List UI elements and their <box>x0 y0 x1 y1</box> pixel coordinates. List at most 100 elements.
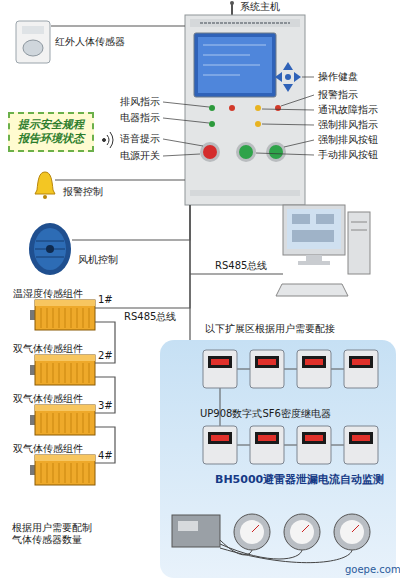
sensor-module <box>41 413 89 433</box>
host-unit <box>194 33 276 97</box>
note-text: 根据用户需要配制 气体传感器数量 <box>12 522 96 546</box>
expansion-panel-text: UP908数字式SF6密度继电器 <box>200 408 331 420</box>
host-unit <box>269 145 283 159</box>
callout-number: 2# <box>98 350 113 362</box>
expansion-panel-text-holder: 以下扩展区根据用户需要配接 <box>205 323 335 335</box>
expansion-panel: 以下扩展区根据用户需要配接UP908数字式SF6密度继电器BH5000避雷器泄漏… <box>160 340 396 578</box>
note-box: 提示安全规程 报告环境状态 <box>8 112 94 152</box>
leakage-monitor <box>284 514 320 550</box>
density-relay <box>255 432 279 444</box>
indicator-label: 报警指示 <box>318 89 358 101</box>
fan-icon <box>29 223 71 275</box>
fan-icon <box>34 228 66 270</box>
sensor-module <box>35 355 95 385</box>
host-unit <box>203 65 260 66</box>
density-relay <box>305 435 323 441</box>
host-unit <box>190 19 300 27</box>
host-unit <box>198 37 272 93</box>
leader-line <box>256 153 314 155</box>
density-relay <box>302 432 326 444</box>
density-relay <box>255 356 279 368</box>
computer-icon <box>283 205 345 255</box>
density-relay <box>349 432 373 444</box>
bus-label: RS485总线 <box>215 260 267 272</box>
density-relay <box>297 426 331 464</box>
density-relay <box>211 435 229 441</box>
computer-icon <box>190 273 283 274</box>
indicator-label: 电源开关 <box>120 150 160 162</box>
sensor-module <box>35 405 95 411</box>
sensor-module-text-holder: 双气体传感组件 <box>13 393 83 405</box>
leakage-monitor <box>234 514 270 550</box>
expansion-panel-text: 以下扩展区根据用户需要配接 <box>205 323 335 335</box>
callout-number-holder: 2# <box>98 350 113 362</box>
leader-line <box>163 139 203 146</box>
host-unit <box>285 74 291 80</box>
bus-wire <box>95 427 115 463</box>
sensor-module <box>35 405 95 435</box>
bus-wire <box>95 377 115 413</box>
computer-icon <box>351 230 367 231</box>
bell-icon <box>43 195 47 199</box>
host-unit <box>209 121 215 127</box>
indicator-label: 电器指示 <box>120 112 160 124</box>
density-relay <box>208 356 232 368</box>
infrared-sensor-text-holder: 红外人体传感器 <box>55 36 125 48</box>
callout-number-holder: 4# <box>98 450 113 462</box>
leader-line <box>163 118 209 123</box>
indicator-label: 语音提示 <box>120 133 160 145</box>
expansion-panel <box>160 340 396 578</box>
bus-wire <box>95 322 115 363</box>
expansion-panel <box>160 340 396 578</box>
computer-icon <box>306 255 322 261</box>
indicator-label-holder: 报警指示 <box>318 89 358 101</box>
leakage-monitor <box>172 515 220 547</box>
density-relay <box>250 426 284 464</box>
bell-icon <box>35 172 55 199</box>
density-relay <box>352 359 370 365</box>
leader-line <box>281 95 314 106</box>
callout-number: 3# <box>98 400 113 412</box>
host-unit <box>203 145 217 159</box>
expansion-panel-text-holder: BH5000避雷器泄漏电流自动监测 <box>215 473 384 486</box>
density-relay <box>349 356 373 368</box>
host-unit <box>185 15 305 205</box>
computer-icon <box>190 205 370 296</box>
host-unit <box>229 105 235 111</box>
fan-icon <box>36 257 64 258</box>
note-text-holder: 根据用户需要配制 气体传感器数量 <box>12 522 96 546</box>
sensor-module: 双气体传感组件 <box>35 405 95 435</box>
leader-line <box>262 124 314 125</box>
fan: 风机控制 <box>28 222 72 276</box>
sensor-module: 双气体传感组件 <box>35 355 95 385</box>
button-label-holder: 手动排风按钮 <box>318 149 378 161</box>
speaker-symbol <box>107 135 109 145</box>
host-unit <box>275 72 282 82</box>
infrared-sensor-icon <box>22 26 44 34</box>
fan-icon <box>36 241 64 242</box>
indicator-label: 排风指示 <box>120 96 160 108</box>
host-unit <box>266 142 286 162</box>
density-relay <box>305 359 323 365</box>
host-unit <box>255 105 261 111</box>
infrared-sensor-icon <box>16 21 50 63</box>
infrared-sensor: 红外人体传感器 <box>15 20 51 64</box>
indicator-label: 强制排风指示 <box>318 119 378 131</box>
leakage-monitor <box>334 514 370 550</box>
sensor-module: 双气体传感组件 <box>35 455 95 485</box>
sensor-module <box>41 463 89 483</box>
density-relay <box>344 426 378 464</box>
callout-number: 1# <box>98 294 113 306</box>
note-box-text: 提示安全规程 报告环境状态 <box>15 118 87 146</box>
sensor-module <box>35 300 95 330</box>
leakage-monitor <box>240 520 264 544</box>
indicator-label-holder: 电源开关 <box>120 150 160 162</box>
indicator-label-holder: 强制排风指示 <box>318 119 378 131</box>
sensor-module <box>30 300 95 485</box>
computer-icon <box>351 222 367 223</box>
alarm-bell-text-holder: 报警控制 <box>63 186 103 198</box>
sensor-module <box>35 355 95 361</box>
sensor-module <box>35 455 95 485</box>
infrared-sensor-icon <box>16 21 50 63</box>
